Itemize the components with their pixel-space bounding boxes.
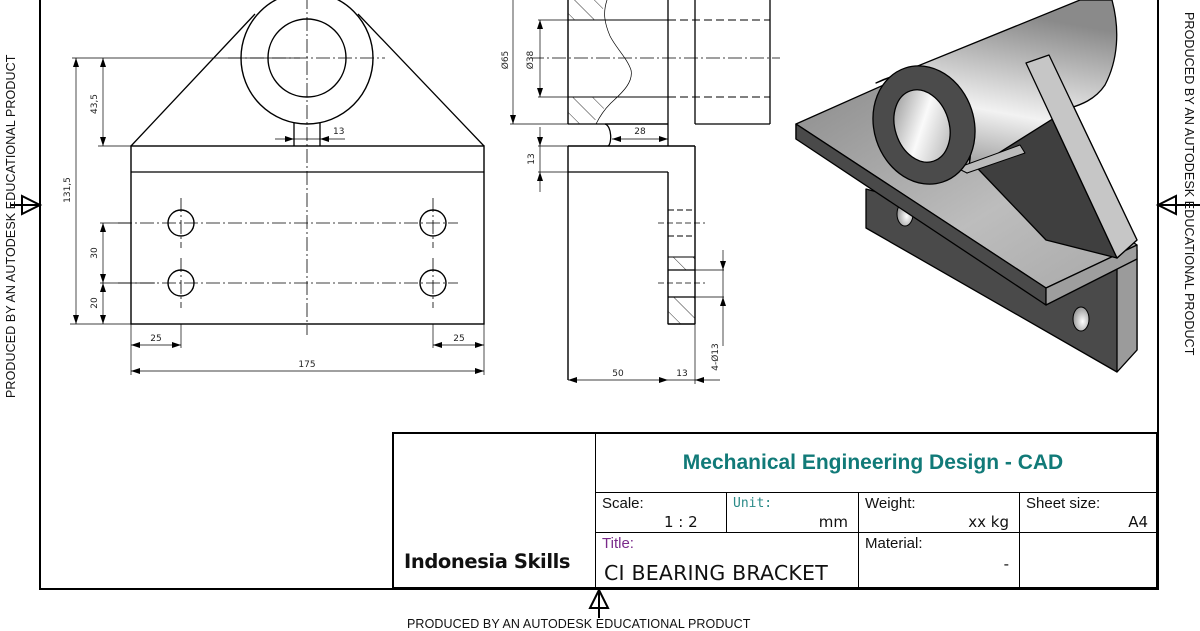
scale-cell: Scale: 1 : 2	[596, 493, 727, 533]
scale-value: 1 : 2	[664, 513, 698, 531]
dim-hole-left: 25	[150, 334, 161, 344]
unit-label: Unit:	[733, 496, 773, 511]
dim-overall-width: 175	[298, 360, 315, 370]
dim-base-length: 50	[612, 369, 624, 379]
dim-bore-diameter: Ø38	[525, 50, 536, 69]
dim-hole-spacing: 30	[90, 247, 100, 259]
dim-overall-height: 131,5	[63, 177, 73, 203]
material-cell: Material: -	[859, 533, 1020, 587]
logo-text: Indonesia Skills	[404, 550, 571, 573]
dim-web-thickness: 13	[333, 127, 344, 137]
material-value: -	[1003, 555, 1009, 573]
title-value: CI BEARING BRACKET	[604, 561, 828, 585]
sheet-size-label: Sheet size:	[1026, 495, 1101, 512]
side-view-dimensions: Ø65 Ø38 28 13 50 13 4-Ø13	[500, 50, 721, 379]
title-label: Title:	[602, 535, 634, 552]
watermark-left: PRODUCED BY AN AUTODESK EDUCATIONAL PROD…	[4, 54, 18, 398]
dim-base-thickness: 13	[676, 369, 687, 379]
title-cell: Title: CI BEARING BRACKET	[596, 533, 859, 587]
sheet-size-cell: Sheet size: A4	[1020, 493, 1158, 533]
front-view	[70, 0, 485, 375]
watermark-bottom: PRODUCED BY AN AUTODESK EDUCATIONAL PROD…	[407, 617, 751, 631]
side-view	[510, 0, 780, 384]
watermark-right: PRODUCED BY AN AUTODESK EDUCATIONAL PROD…	[1182, 12, 1196, 356]
scale-label: Scale:	[602, 495, 644, 512]
unit-cell: Unit: mm	[727, 493, 859, 533]
material-label: Material:	[865, 535, 923, 552]
unit-value: mm	[818, 513, 848, 531]
dim-boss-height: 43,5	[90, 94, 100, 114]
weight-value: xx kg	[968, 513, 1009, 531]
heading-text: Mechanical Engineering Design - CAD	[682, 451, 1064, 474]
title-block: Indonesia Skills Mechanical Engineering …	[392, 432, 1158, 589]
dim-hole-bottom: 20	[90, 297, 100, 309]
sheet-size-value: A4	[1128, 513, 1148, 531]
dim-holes: 4-Ø13	[710, 343, 721, 371]
weight-label: Weight:	[865, 495, 916, 512]
dim-outer-diameter: Ø65	[500, 51, 511, 70]
centering-mark-left	[10, 194, 43, 216]
weight-cell: Weight: xx kg	[859, 493, 1020, 533]
centering-mark-bottom	[588, 587, 610, 618]
projection-cell	[1020, 533, 1158, 587]
front-view-dimensions: 43,5 131,5 13 30 20 25 25 175	[63, 94, 465, 370]
centering-mark-right	[1155, 194, 1200, 216]
dim-boss-offset: 28	[634, 127, 646, 137]
dim-hole-right: 25	[453, 334, 464, 344]
logo-cell: Indonesia Skills	[394, 434, 596, 587]
isometric-view	[795, 0, 1138, 373]
title-block-heading: Mechanical Engineering Design - CAD	[596, 434, 1158, 493]
dim-plate-thickness: 13	[527, 153, 537, 164]
